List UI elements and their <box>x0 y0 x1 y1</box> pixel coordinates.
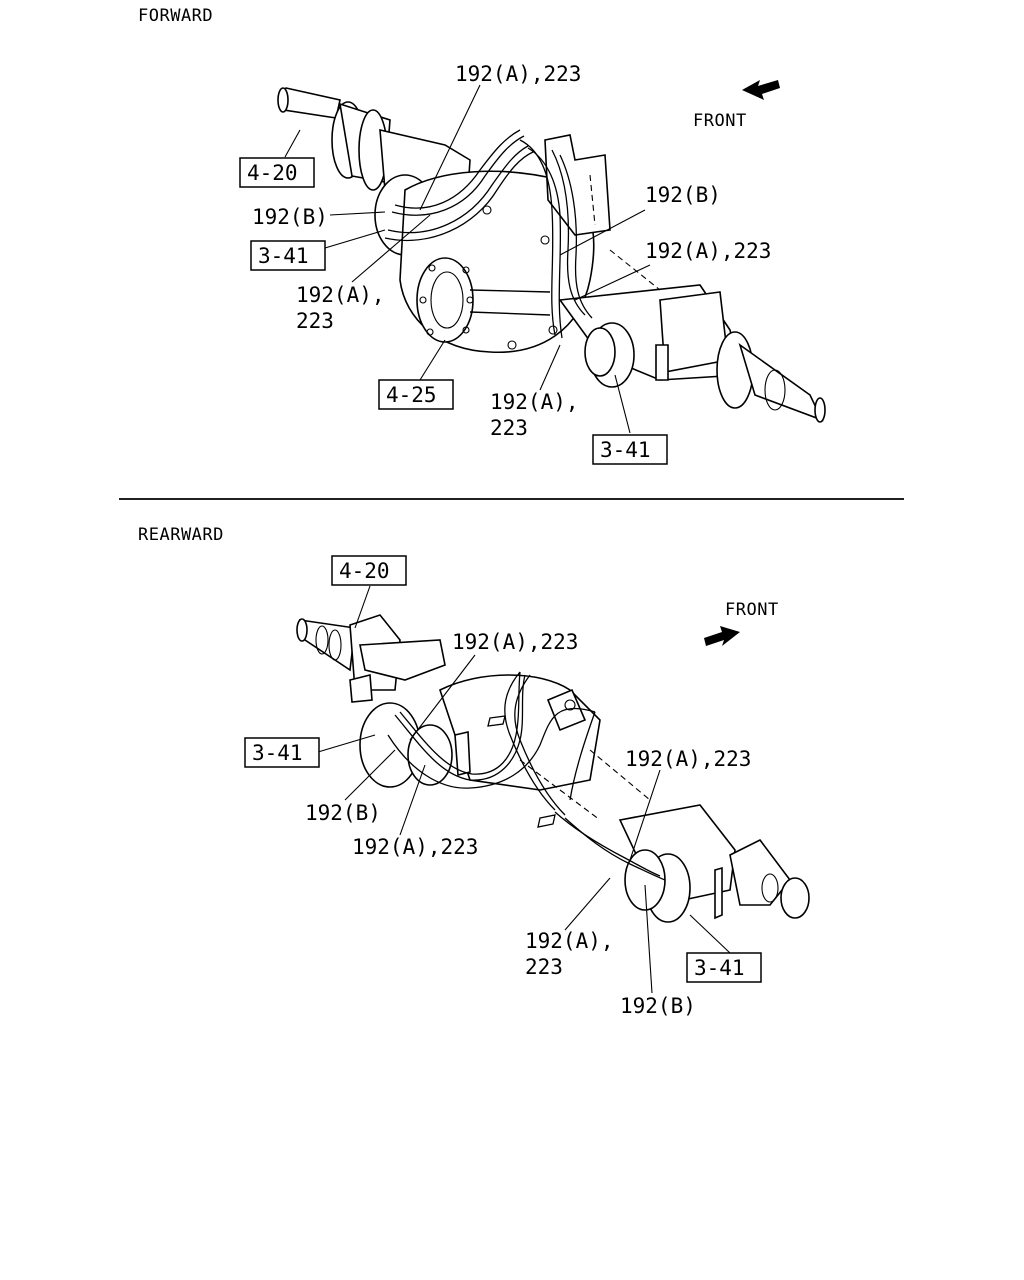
svg-text:4-25: 4-25 <box>386 383 437 407</box>
svg-text:3-41: 3-41 <box>600 438 651 462</box>
svg-text:3-41: 3-41 <box>258 244 309 268</box>
forward-front-label: FRONT <box>693 111 747 131</box>
rearward-axle-drawing <box>296 614 810 923</box>
rear-callout-192b-left: 192(B) <box>305 801 381 825</box>
rear-callout-192a-bottom: 192(A), <box>525 929 614 953</box>
forward-callout-192a-223-right: 192(A),223 <box>645 239 771 263</box>
svg-text:4-20: 4-20 <box>247 161 298 185</box>
rearward-section: REARWARD FRONT <box>138 525 810 1018</box>
rear-callout-192b-bottom: 192(B) <box>620 994 696 1018</box>
rear-ref-box-3-41-right: 3-41 <box>686 952 762 983</box>
forward-callout-192b-left: 192(B) <box>252 205 328 229</box>
rear-callout-192a-223-left: 192(A),223 <box>352 835 478 859</box>
forward-callout-192a-223-top: 192(A),223 <box>455 62 581 86</box>
svg-text:3-41: 3-41 <box>694 956 745 980</box>
rear-front-arrow-icon <box>704 626 740 646</box>
forward-callout-223-left: 223 <box>296 309 334 333</box>
forward-leader-lines <box>284 84 651 434</box>
forward-brake-hoses <box>384 129 593 339</box>
forward-callout-192b-right: 192(B) <box>645 183 721 207</box>
rearward-brake-hoses <box>387 671 666 881</box>
forward-callout-192a-bottom: 192(A), <box>490 390 579 414</box>
rear-callout-192a-223-right: 192(A),223 <box>625 747 751 771</box>
svg-text:3-41: 3-41 <box>252 741 303 765</box>
forward-title: FORWARD <box>138 6 213 26</box>
front-arrow-icon <box>742 80 780 100</box>
rearward-leader-lines <box>317 585 731 994</box>
rear-ref-box-4-20: 4-20 <box>331 555 407 586</box>
rear-ref-box-3-41-left: 3-41 <box>244 737 320 768</box>
rearward-title: REARWARD <box>138 525 224 545</box>
forward-section: FORWARD FRONT <box>138 6 826 465</box>
forward-ref-box-4-25: 4-25 <box>378 379 454 410</box>
svg-text:4-20: 4-20 <box>339 559 390 583</box>
forward-ref-box-3-41-left: 3-41 <box>250 240 326 271</box>
forward-axle-drawing <box>277 87 826 423</box>
forward-callout-223-bottom: 223 <box>490 416 528 440</box>
forward-callout-192a-left: 192(A), <box>296 283 385 307</box>
forward-ref-box-3-41-right: 3-41 <box>592 434 668 465</box>
forward-ref-box-4-20: 4-20 <box>239 157 315 188</box>
rear-callout-223-bottom: 223 <box>525 955 563 979</box>
rearward-front-label: FRONT <box>725 600 779 620</box>
rear-callout-192a-223-top: 192(A),223 <box>452 630 578 654</box>
